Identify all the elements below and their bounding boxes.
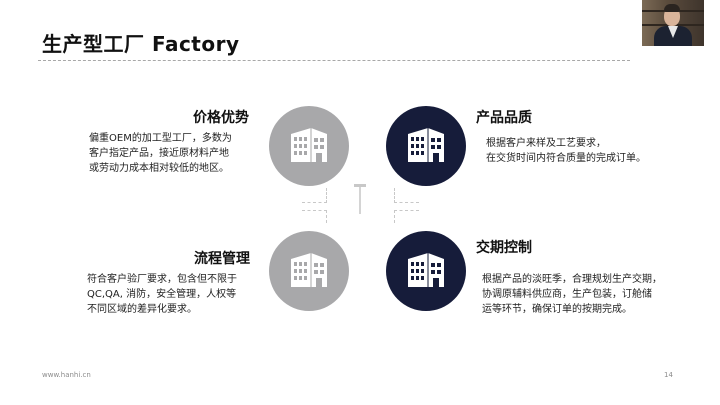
center-connector-icon [354, 184, 366, 214]
building-icon [408, 253, 444, 287]
description-line: 运等环节，确保订单的按期完成。 [482, 304, 632, 315]
price-advantage-heading: 价格优势 [193, 110, 249, 126]
description-line: 不同区域的差异化要求。 [87, 304, 197, 315]
description-line: 偏重OEM的加工型工厂，多数为 [89, 133, 232, 144]
description-line: 根据客户来样及工艺要求， [486, 138, 606, 149]
building-icon [408, 128, 444, 162]
delivery-control-description: 根据产品的淡旺季，合理规划生产交期， 协调原辅料供应商，生产包装，订舱储 运等环… [482, 272, 662, 317]
product-quality-description: 根据客户来样及工艺要求， 在交货时间内符合质量的完成订单。 [486, 136, 646, 166]
title-divider [38, 60, 630, 61]
building-icon [291, 253, 327, 287]
webcam-video-thumbnail[interactable] [642, 0, 704, 46]
delivery-circle [386, 231, 466, 311]
presenter-collar [668, 26, 678, 38]
description-line: 在交货时间内符合质量的完成订单。 [486, 153, 646, 164]
delivery-control-heading: 交期控制 [476, 240, 532, 256]
description-line: 根据产品的淡旺季，合理规划生产交期， [482, 274, 662, 285]
building-icon [291, 128, 327, 162]
connector-line [302, 188, 327, 203]
presenter-hair [664, 4, 680, 12]
quality-circle [386, 106, 466, 186]
description-line: 符合客户验厂要求，包含但不限于 [87, 274, 237, 285]
connector-line [394, 188, 419, 203]
process-management-description: 符合客户验厂要求，包含但不限于 QC,QA, 消防，安全管理，人权等 不同区域的… [87, 272, 237, 317]
page-number: 14 [664, 371, 673, 379]
description-line: QC,QA, 消防，安全管理，人权等 [87, 289, 237, 300]
description-line: 或劳动力成本相对较低的地区。 [89, 163, 229, 174]
price-advantage-description: 偏重OEM的加工型工厂，多数为 客户指定产品，接近原材料产地 或劳动力成本相对较… [89, 131, 232, 176]
description-line: 客户指定产品，接近原材料产地 [89, 148, 229, 159]
description-line: 协调原辅料供应商，生产包装，订舱储 [482, 289, 652, 300]
price-circle [269, 106, 349, 186]
connector-line [302, 210, 327, 223]
process-circle [269, 231, 349, 311]
footer-url: www.hanhi.cn [42, 371, 91, 379]
process-management-heading: 流程管理 [194, 251, 250, 267]
slide-title: 生产型工厂 Factory [42, 32, 240, 56]
product-quality-heading: 产品品质 [476, 110, 532, 126]
connector-line [394, 210, 419, 223]
